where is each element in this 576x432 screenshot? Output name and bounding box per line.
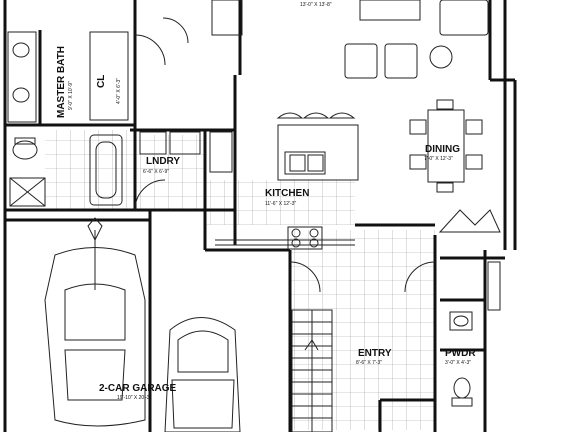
chair-icon	[409, 119, 427, 135]
bar-stool-icon	[276, 112, 356, 119]
powder-fixtures	[449, 261, 501, 407]
kitchen-label: KITCHEN	[265, 188, 309, 199]
chair-icon	[436, 99, 454, 110]
laundry-label: LNDRY	[146, 156, 180, 167]
sink-icon	[449, 311, 473, 331]
top-room-dims: 13'-0" X 13'-8"	[300, 2, 332, 8]
closet-label: CL	[96, 75, 107, 88]
powder-dims: 3'-0" X 4'-3"	[445, 360, 471, 366]
toilet-icon	[453, 377, 471, 399]
kitchen-island	[277, 124, 359, 181]
closet-dims: 4'-0" X 6'-3"	[116, 78, 122, 104]
laundry-fixtures	[139, 131, 233, 173]
kitchen-dims: 11'-6" X 12'-3"	[265, 201, 296, 207]
powder-label: PWDR	[445, 348, 476, 359]
chair-icon	[465, 119, 483, 135]
dining-label: DINING	[425, 144, 460, 155]
side-table-icon	[429, 45, 453, 69]
sink-icon	[12, 87, 30, 103]
dining-dims: 7'-0" X 12'-3"	[424, 156, 453, 162]
armchair-icon	[384, 43, 418, 79]
sink-icon	[307, 154, 324, 172]
toilet-icon	[12, 140, 38, 160]
hall-tile-floor	[355, 230, 435, 260]
dining-furniture	[409, 99, 501, 233]
chair-icon	[436, 182, 454, 193]
walls	[3, 0, 517, 432]
master-bath-dims: 9'-0" X 10'-9"	[68, 81, 74, 110]
shower-icon	[9, 177, 46, 207]
bathtub-icon	[89, 134, 123, 206]
garage-cars	[44, 217, 241, 432]
hall-door-swing	[289, 261, 321, 293]
master-bath-label: MASTER BATH	[56, 46, 67, 118]
staircase	[291, 309, 333, 432]
sink-icon	[12, 42, 30, 58]
armchair-icon	[344, 43, 378, 79]
entry-label: ENTRY	[358, 348, 392, 359]
laundry-dims: 6'-6" X 6'-9"	[143, 169, 169, 175]
entry-tile-floor	[290, 230, 435, 430]
car-icon	[164, 317, 241, 432]
kitchen-fixtures	[215, 112, 359, 250]
chair-icon	[409, 154, 427, 170]
dryer-icon	[169, 131, 201, 155]
entry-dims: 8'-6" X 7'-3"	[356, 360, 382, 366]
entry-door-swing	[404, 261, 436, 293]
range-icon	[287, 226, 323, 250]
car-icon	[44, 247, 146, 427]
washer-icon	[139, 131, 167, 155]
dining-table	[427, 109, 465, 183]
kitchen-tile-floor	[205, 180, 355, 225]
garage-label: 2-CAR GARAGE	[99, 383, 177, 394]
living-furniture	[162, 0, 489, 79]
master-bath-fixtures	[7, 31, 166, 211]
sink-icon	[289, 154, 306, 172]
garage-dims: 19'-10" X 20'-3"	[117, 395, 152, 401]
chair-icon	[465, 154, 483, 170]
